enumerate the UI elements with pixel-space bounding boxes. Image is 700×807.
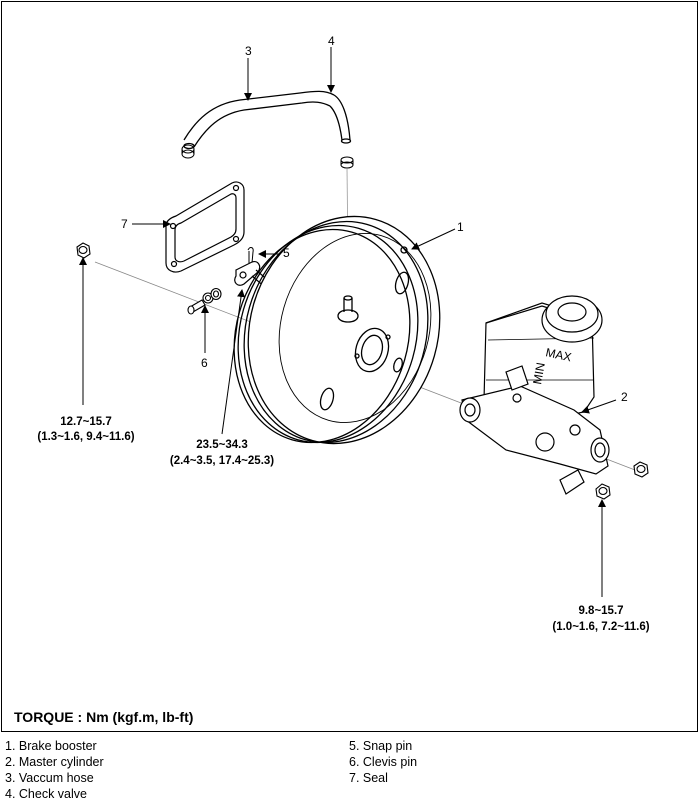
brake-booster — [233, 215, 441, 445]
legend-item: 1. Brake booster — [5, 739, 97, 753]
mounting-nut-left — [76, 242, 91, 259]
min-mark: MIN — [530, 361, 548, 385]
mounting-nut-right — [633, 461, 649, 478]
diagram-frame — [1, 1, 698, 732]
torque-master-alt: (1.0~1.6, 7.2~11.6) — [552, 621, 649, 633]
callout-1: 1 — [457, 220, 464, 234]
hose-clamp-left — [181, 144, 195, 159]
legend-item: 7. Seal — [349, 771, 388, 785]
callout-3: 3 — [245, 44, 252, 58]
torque-seal-nm: 12.7~15.7 — [60, 416, 111, 428]
torque-seal-alt: (1.3~1.6, 9.4~11.6) — [37, 431, 134, 443]
legend-column-left: 1. Brake booster 2. Master cylinder 3. V… — [5, 738, 104, 802]
torque-master-nm: 9.8~15.7 — [578, 605, 623, 617]
torque-unit-note: TORQUE : Nm (kgf.m, lb-ft) — [14, 709, 194, 725]
torque-clevis-alt: (2.4~3.5, 17.4~25.3) — [170, 455, 274, 467]
legend-item: 5. Snap pin — [349, 739, 413, 753]
callout-2: 2 — [621, 390, 628, 404]
torque-clevis-nm: 23.5~34.3 — [196, 439, 247, 451]
snap-pin — [247, 247, 254, 264]
callout-7: 7 — [121, 217, 128, 231]
callout-5: 5 — [283, 246, 290, 260]
callout-leaders — [79, 47, 617, 597]
legend-item: 4. Check valve — [5, 787, 87, 801]
vacuum-hose — [183, 90, 352, 150]
seal-gasket — [165, 181, 245, 273]
exploded-view-diagram: MAX MIN 1 2 3 4 5 6 7 12.7~15.7 (1.3~1.6… — [37, 34, 649, 633]
callout-4: 4 — [328, 34, 335, 48]
master-cylinder — [459, 295, 610, 495]
hose-clamp-right — [340, 156, 354, 169]
legend-item: 3. Vaccum hose — [5, 771, 94, 785]
mounting-nut-lower — [595, 483, 611, 500]
legend-item: 2. Master cylinder — [5, 755, 104, 769]
legend-column-right: 5. Snap pin 6. Clevis pin 7. Seal — [349, 738, 417, 786]
max-mark: MAX — [544, 345, 572, 364]
legend-item: 6. Clevis pin — [349, 755, 418, 769]
callout-6: 6 — [201, 356, 208, 370]
